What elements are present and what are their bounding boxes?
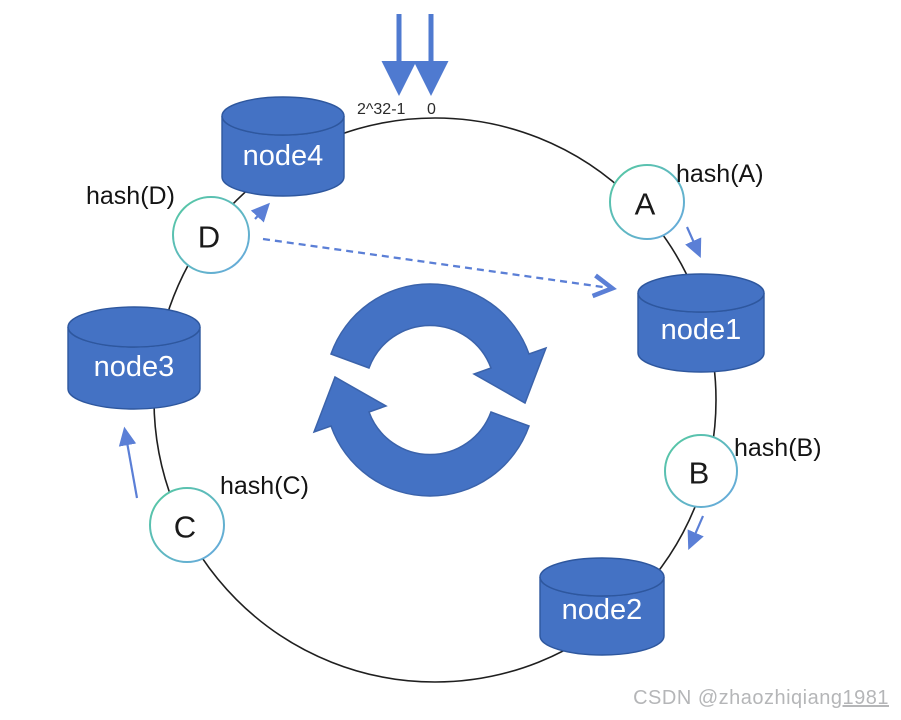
d-to-node4-arrow-icon xyxy=(250,202,270,223)
a-to-node1-arrow-icon xyxy=(685,226,702,259)
hash-label-a: hash(A) xyxy=(676,160,764,188)
node4-cylinder: node4 xyxy=(221,96,345,197)
cycle-arrows-icon xyxy=(312,283,548,497)
hash-label-c: hash(C) xyxy=(220,472,309,500)
node4-label: node4 xyxy=(243,140,324,172)
key-circle-c: C xyxy=(149,487,225,563)
node3-cylinder: node3 xyxy=(67,306,201,410)
key-letter-c: C xyxy=(174,510,196,545)
node2-cylinder: node2 xyxy=(539,557,665,656)
node3-label: node3 xyxy=(94,351,175,383)
key-circle-d: D xyxy=(172,196,250,274)
key-circle-b: B xyxy=(664,434,738,508)
watermark-username-number: 1981 xyxy=(842,687,889,709)
c-to-node3-arrow-icon xyxy=(118,426,139,499)
node1-cylinder: node1 xyxy=(637,273,765,373)
b-to-node2-arrow-icon xyxy=(687,515,705,551)
range-zero-label: 0 xyxy=(427,101,436,118)
csdn-watermark: CSDN @zhaozhiqiang1981 xyxy=(633,687,889,710)
d-to-node1-dashed-arrow-icon xyxy=(262,237,610,288)
key-letter-d: D xyxy=(198,220,220,255)
watermark-text: CSDN @zhaozhiqiang xyxy=(633,687,843,709)
hash-label-d: hash(D) xyxy=(86,182,175,210)
hash-label-b: hash(B) xyxy=(734,434,822,462)
node1-label: node1 xyxy=(661,314,742,346)
range-max-label: 2^32-1 xyxy=(357,101,406,118)
key-letter-b: B xyxy=(689,456,710,491)
key-circle-a: A xyxy=(609,164,685,240)
node2-label: node2 xyxy=(562,594,643,626)
key-letter-a: A xyxy=(635,187,656,222)
